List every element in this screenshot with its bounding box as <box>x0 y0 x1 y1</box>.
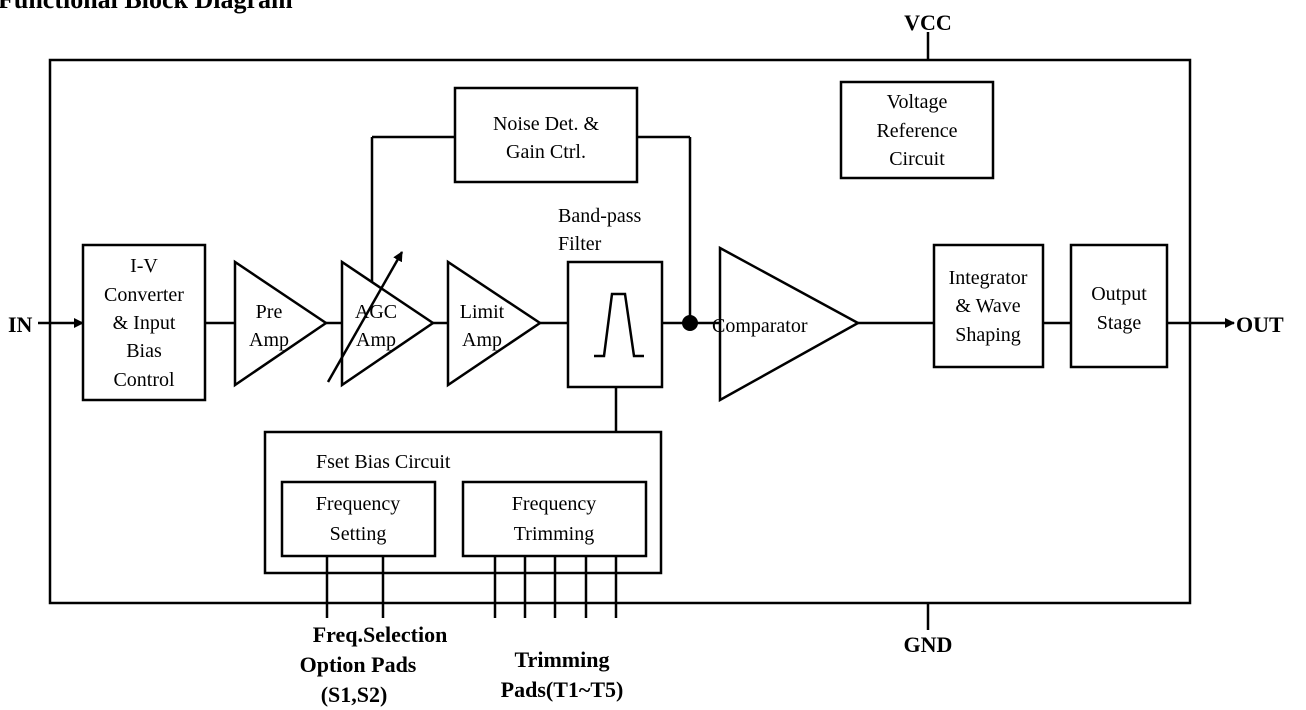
agc-amp-line-1: AGC <box>355 301 397 323</box>
comparator-triangle <box>718 245 861 403</box>
noise-det-line-2: Gain Ctrl. <box>506 141 586 163</box>
in-label: IN <box>8 312 33 337</box>
limit-amp-line-1: Limit <box>460 301 505 323</box>
limit-amp-triangle <box>446 259 543 388</box>
integrator-line-2: & Wave <box>955 295 1020 317</box>
frequency-trimming-block <box>461 480 648 558</box>
limit-amp-line-2: Amp <box>462 329 502 351</box>
freq-selection-pads-line-2: Option Pads <box>300 652 417 677</box>
pre-amp-line-2: Amp <box>249 329 289 351</box>
agc-amp-line-2: Amp <box>356 329 396 351</box>
integrator-line-3: Shaping <box>955 324 1021 346</box>
freq-trimming-line-1: Frequency <box>512 493 596 515</box>
iv-converter-line-3: & Input <box>113 312 176 334</box>
chip-boundary <box>48 58 1192 605</box>
output-stage-block <box>1069 243 1169 369</box>
iv-converter-line-4: Bias <box>126 340 162 362</box>
noise-det-block <box>453 86 639 184</box>
trimming-pads-line-2: Pads(T1~T5) <box>501 677 624 702</box>
voltage-ref-line-1: Voltage <box>887 91 948 113</box>
freq-selection-pads-line-1: Freq.Selection <box>313 622 448 647</box>
freq-trimming-line-2: Trimming <box>514 523 594 545</box>
output-stage-line-1: Output <box>1091 283 1147 305</box>
bandpass-curve-icon <box>594 292 644 358</box>
voltage-reference-block <box>839 80 995 180</box>
bpf-label-line-2: Filter <box>558 233 602 255</box>
frequency-setting-block <box>280 480 437 558</box>
agc-adjust-arrow <box>326 251 404 383</box>
iv-converter-line-5: Control <box>113 369 175 391</box>
voltage-ref-line-3: Circuit <box>889 148 945 170</box>
iv-converter-line-2: Converter <box>104 284 184 306</box>
noise-det-line-1: Noise Det. & <box>493 113 600 135</box>
agc-amp-triangle <box>340 259 436 388</box>
vcc-label: VCC <box>904 10 952 35</box>
out-label: OUT <box>1236 312 1284 337</box>
bpf-label-line-1: Band-pass <box>558 205 642 227</box>
freq-setting-line-1: Frequency <box>316 493 400 515</box>
comparator-label: Comparator <box>712 315 808 337</box>
pre-amp-triangle <box>233 259 329 388</box>
band-pass-filter-block <box>566 260 664 389</box>
output-stage-line-2: Stage <box>1097 312 1142 334</box>
diagram-title: Functional Block Diagram <box>0 0 293 14</box>
iv-converter-block <box>81 243 207 402</box>
gnd-label: GND <box>904 632 953 657</box>
freq-selection-pads-line-3: (S1,S2) <box>321 682 388 707</box>
freq-setting-line-2: Setting <box>330 523 387 545</box>
fset-bias-label: Fset Bias Circuit <box>316 451 451 473</box>
trimming-pads-line-1: Trimming <box>515 647 610 672</box>
integrator-block <box>932 243 1045 369</box>
pre-amp-line-1: Pre <box>256 301 283 323</box>
integrator-line-1: Integrator <box>949 267 1028 289</box>
voltage-ref-line-2: Reference <box>876 120 957 142</box>
iv-converter-line-1: I-V <box>130 255 158 277</box>
